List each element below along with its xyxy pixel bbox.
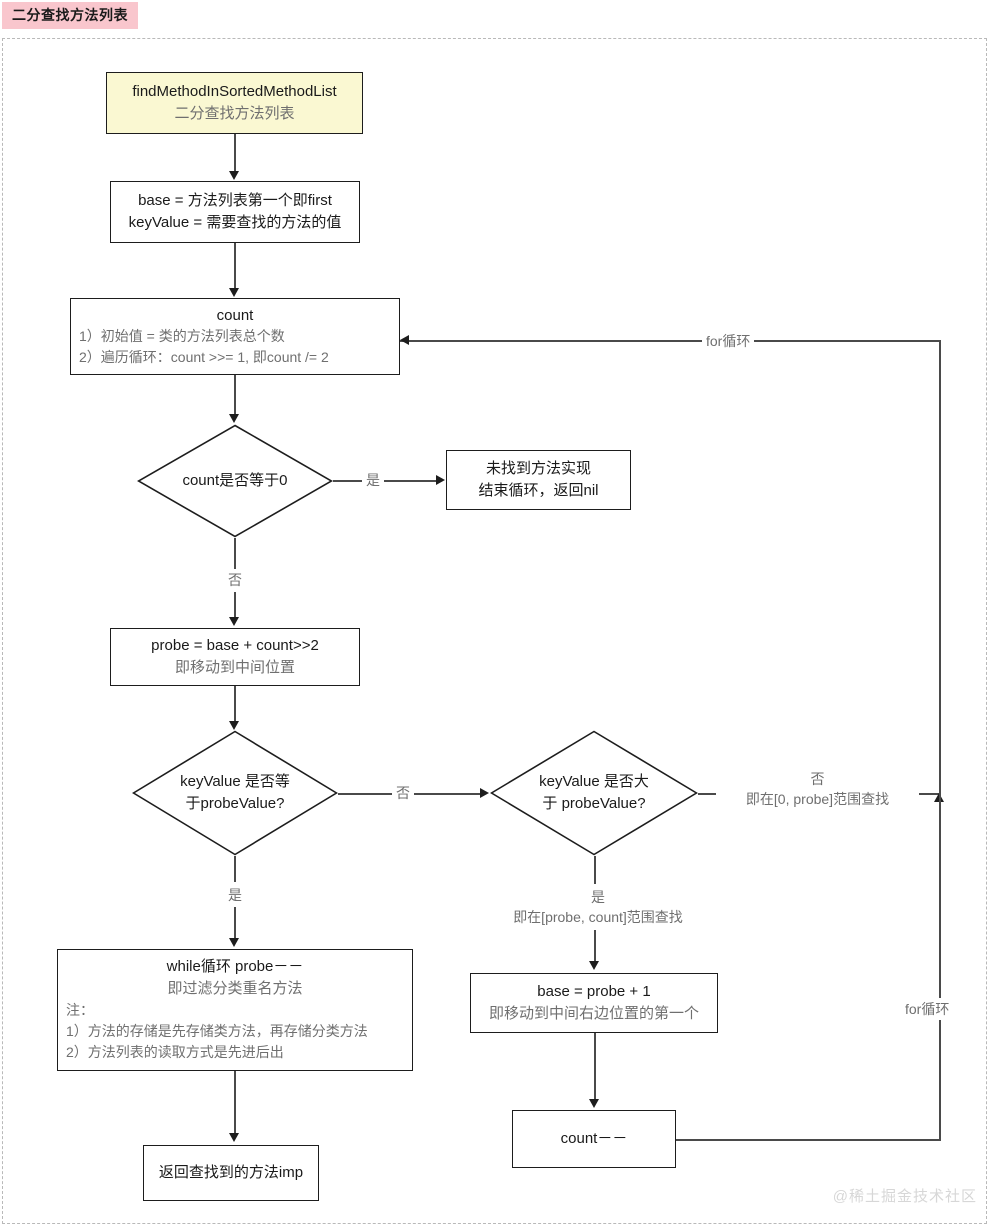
- diagram-title-badge: 二分查找方法列表: [2, 2, 138, 29]
- decision-key-greater-probe[interactable]: keyValue 是否大 于 probeValue?: [490, 730, 698, 856]
- arrowhead-count-to-decision: [229, 414, 239, 423]
- arrowhead-rail-to-count-block: [400, 335, 409, 345]
- edge-label-key-equal-yes: 是: [224, 884, 246, 907]
- node-return-imp-line1: 返回查找到的方法imp: [158, 1164, 304, 1182]
- node-probe-calc-line1: probe = base + count>>2: [151, 637, 319, 655]
- node-while-filter-line2: 即过滤分类重名方法: [167, 979, 303, 997]
- node-not-found-line1: 未找到方法实现: [485, 460, 591, 478]
- node-init-vars-line1: base = 方法列表第一个即first: [138, 192, 332, 210]
- node-while-filter[interactable]: while循环 probe－－ 即过滤分类重名方法 注： 1）方法的存储是先存储…: [57, 949, 413, 1071]
- diamond-shape-icon: [137, 424, 333, 538]
- edge-label-key-greater-no-main: 否: [810, 771, 825, 787]
- site-watermark: @稀土掘金技术社区: [832, 1188, 977, 1205]
- node-init-vars-line2: keyValue = 需要查找的方法的值: [128, 214, 342, 231]
- edge-base-update-to-count-dec: [594, 1033, 596, 1099]
- decision-key-equals-probe[interactable]: keyValue 是否等 于probeValue?: [132, 730, 338, 856]
- node-count-decrement[interactable]: count－－: [512, 1110, 676, 1168]
- node-while-filter-note-head: 注：: [66, 1001, 94, 1018]
- edge-count-dec-to-rail: [676, 1139, 941, 1141]
- edge-key-greater-yes-lower: [594, 930, 596, 962]
- diamond-shape-icon: [490, 730, 698, 856]
- edge-label-for-loop-top: for循环: [702, 330, 755, 353]
- node-while-filter-note1: 1）方法的存储是先存储类方法，再存储分类方法: [66, 1022, 368, 1039]
- node-while-filter-note2: 2）方法列表的读取方式是先进后出: [66, 1043, 284, 1060]
- arrowhead-while-to-return: [229, 1133, 239, 1142]
- node-count-block-title: count: [216, 306, 254, 324]
- edge-start-to-init: [234, 134, 236, 172]
- arrowhead-key-greater-yes: [589, 961, 599, 970]
- arrowhead-count-zero-no: [229, 617, 239, 626]
- edge-count-zero-yes: [333, 480, 437, 482]
- node-not-found[interactable]: 未找到方法实现 结束循环，返回nil: [446, 450, 631, 510]
- node-start-line1: findMethodInSortedMethodList: [132, 83, 337, 101]
- edge-label-key-greater-yes: 是 即在[probe, count]范围查找: [486, 886, 710, 929]
- decision-count-equals-zero[interactable]: count是否等于0: [137, 424, 333, 538]
- edge-init-to-count: [234, 243, 236, 289]
- edge-count-zero-no-upper: [234, 538, 236, 570]
- node-count-block-note1: 1）初始值 = 类的方法列表总个数: [79, 328, 285, 345]
- edge-label-count-zero-yes: 是: [362, 469, 384, 492]
- edge-label-key-greater-no: 否 即在[0, probe]范围查找: [716, 768, 919, 811]
- edge-label-key-equal-no: 否: [392, 782, 414, 805]
- edge-count-zero-no-lower: [234, 592, 236, 618]
- diamond-shape-icon: [132, 730, 338, 856]
- node-while-filter-line1: while循环 probe－－: [166, 958, 304, 975]
- node-init-vars[interactable]: base = 方法列表第一个即first keyValue = 需要查找的方法的…: [110, 181, 360, 243]
- edge-label-count-zero-no: 否: [224, 569, 246, 592]
- node-probe-calc[interactable]: probe = base + count>>2 即移动到中间位置: [110, 628, 360, 686]
- node-base-update-line2: 即移动到中间右边位置的第一个: [488, 1005, 699, 1022]
- edge-right-rail-vertical: [939, 340, 941, 1140]
- decision-key-equals-probe-label: keyValue 是否等 于probeValue?: [132, 730, 338, 856]
- node-not-found-line2: 结束循环，返回nil: [478, 482, 599, 499]
- edge-probe-to-key-equal: [234, 686, 236, 722]
- decision-key-greater-probe-label: keyValue 是否大 于 probeValue?: [490, 730, 698, 856]
- node-count-block-note2: 2）遍历循环：count >>= 1, 即count /= 2: [79, 349, 329, 366]
- decision-key-greater-probe-line1: keyValue 是否大: [539, 772, 649, 790]
- arrowhead-key-equal-yes: [229, 938, 239, 947]
- decision-key-greater-probe-line2: 于 probeValue?: [542, 795, 646, 812]
- decision-key-equals-probe-line2: 于probeValue?: [185, 795, 285, 812]
- edge-label-key-greater-yes-sub: 即在[probe, count]范围查找: [513, 909, 683, 926]
- edge-label-key-greater-no-sub: 即在[0, probe]范围查找: [745, 791, 890, 808]
- arrowhead-base-update-to-count-dec: [589, 1099, 599, 1108]
- edge-key-equal-yes-lower: [234, 907, 236, 938]
- node-base-update-line1: base = probe + 1: [537, 983, 651, 1001]
- arrowhead-start-to-init: [229, 171, 239, 180]
- node-probe-calc-line2: 即移动到中间位置: [174, 659, 295, 676]
- arrowhead-probe-to-key-equal: [229, 721, 239, 730]
- node-count-block[interactable]: count 1）初始值 = 类的方法列表总个数 2）遍历循环：count >>=…: [70, 298, 400, 375]
- arrowhead-count-zero-yes: [436, 475, 445, 485]
- node-base-update[interactable]: base = probe + 1 即移动到中间右边位置的第一个: [470, 973, 718, 1033]
- arrowhead-init-to-count: [229, 288, 239, 297]
- decision-count-equals-zero-label: count是否等于0: [182, 471, 288, 489]
- edge-key-equal-yes-upper: [234, 856, 236, 882]
- node-start-line2: 二分查找方法列表: [174, 105, 295, 122]
- arrowhead-key-equal-no: [480, 788, 489, 798]
- edge-key-greater-yes-upper: [594, 856, 596, 884]
- edge-label-for-loop-bottom: for循环: [901, 998, 954, 1021]
- edge-while-to-return: [234, 1071, 236, 1133]
- edge-label-key-greater-yes-main: 是: [591, 889, 605, 905]
- edge-rail-to-count-block: [400, 340, 940, 342]
- node-start[interactable]: findMethodInSortedMethodList 二分查找方法列表: [106, 72, 363, 134]
- decision-key-equals-probe-line1: keyValue 是否等: [180, 772, 290, 790]
- edge-count-to-decision: [234, 375, 236, 415]
- node-return-imp[interactable]: 返回查找到的方法imp: [143, 1145, 319, 1201]
- node-count-decrement-line1: count－－: [560, 1130, 628, 1148]
